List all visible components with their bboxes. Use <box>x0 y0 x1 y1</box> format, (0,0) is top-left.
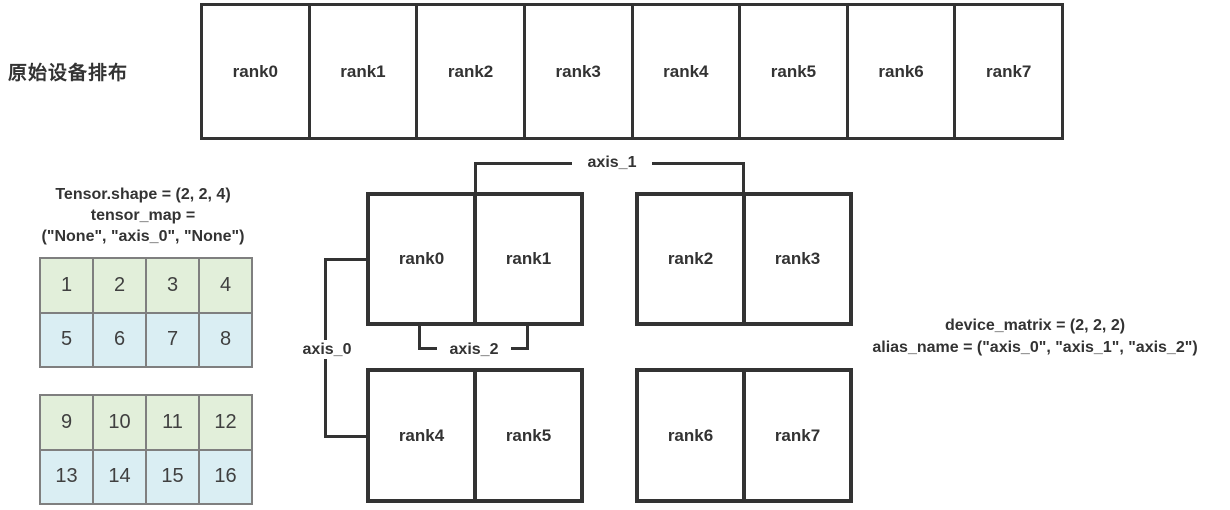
axis-2-label: axis_2 <box>437 340 511 359</box>
tensor-cell: 4 <box>200 259 251 312</box>
rank-cell-6: rank6 <box>845 6 954 137</box>
device-matrix-text: device_matrix = (2, 2, 2) <box>944 317 1126 334</box>
device-row: rank0 rank1 rank2 rank3 rank4 rank5 rank… <box>200 3 1064 140</box>
tensor-cell: 7 <box>147 313 198 366</box>
device-group-3: rank6 rank7 <box>635 368 853 503</box>
rank-cell-2: rank2 <box>415 6 523 137</box>
tensor-cell: 12 <box>200 396 251 449</box>
device-info: device_matrix = (2, 2, 2) alias_name = (… <box>840 315 1230 359</box>
rank-cell-4: rank4 <box>630 6 739 137</box>
tensor-cell: 11 <box>147 396 198 449</box>
tensor-shape-text: Tensor.shape = (2, 2, 4) <box>55 186 231 203</box>
rank-cell: rank7 <box>742 372 849 499</box>
axis-1-bracket-stub-right <box>742 162 745 193</box>
rank-cell-0: rank0 <box>232 61 278 81</box>
rank-cell: rank6 <box>667 425 714 445</box>
tensor-cell: 14 <box>94 450 145 503</box>
tensor-cell: 13 <box>41 450 92 503</box>
tensor-cell: 9 <box>41 396 92 449</box>
rank-cell: rank2 <box>667 249 714 268</box>
axis-0-bracket-stub-bottom <box>324 435 367 438</box>
tensor-cell: 8 <box>200 313 251 366</box>
rank-cell: rank0 <box>398 249 445 268</box>
device-group-0: rank0 rank1 <box>366 192 584 326</box>
tensor-cell: 2 <box>94 259 145 312</box>
rank-cell-5: rank5 <box>738 6 846 137</box>
tensor-cell: 1 <box>41 259 92 312</box>
axis-2-bracket-stub-right <box>526 326 529 350</box>
tensor-info: Tensor.shape = (2, 2, 4) tensor_map = ("… <box>0 184 286 247</box>
rank-cell: rank5 <box>473 372 580 499</box>
axis-0-label: axis_0 <box>295 340 359 359</box>
tensor-cell: 15 <box>147 450 198 503</box>
axis-0-bracket-stub-top <box>324 258 367 261</box>
axis-1-label: axis_1 <box>572 153 652 172</box>
alias-name-text: alias_name = ("axis_0", "axis_1", "axis_… <box>872 339 1198 356</box>
rank-cell-7: rank7 <box>953 6 1061 137</box>
axis-2-bracket-stub-left <box>418 326 421 350</box>
tensor-cell: 3 <box>147 259 198 312</box>
device-group-2: rank4 rank5 <box>366 368 584 503</box>
original-layout-label: 原始设备排布 <box>8 63 129 84</box>
tensor-table-2: 9 10 11 12 13 14 15 16 <box>39 394 253 505</box>
rank-cell-1: rank1 <box>307 6 416 137</box>
tensor-map-value: ("None", "axis_0", "None") <box>41 228 245 245</box>
rank-cell: rank4 <box>398 425 445 445</box>
rank-cell: rank3 <box>742 196 849 322</box>
tensor-map-label: tensor_map = <box>90 207 196 224</box>
tensor-table-1: 1 2 3 4 5 6 7 8 <box>39 257 253 368</box>
rank-cell: rank1 <box>473 196 580 322</box>
axis-1-bracket-stub-left <box>474 162 477 193</box>
tensor-cell: 16 <box>200 450 251 503</box>
rank-cell-3: rank3 <box>522 6 631 137</box>
tensor-cell: 5 <box>41 313 92 366</box>
device-group-1: rank2 rank3 <box>635 192 853 326</box>
tensor-cell: 6 <box>94 313 145 366</box>
tensor-cell: 10 <box>94 396 145 449</box>
